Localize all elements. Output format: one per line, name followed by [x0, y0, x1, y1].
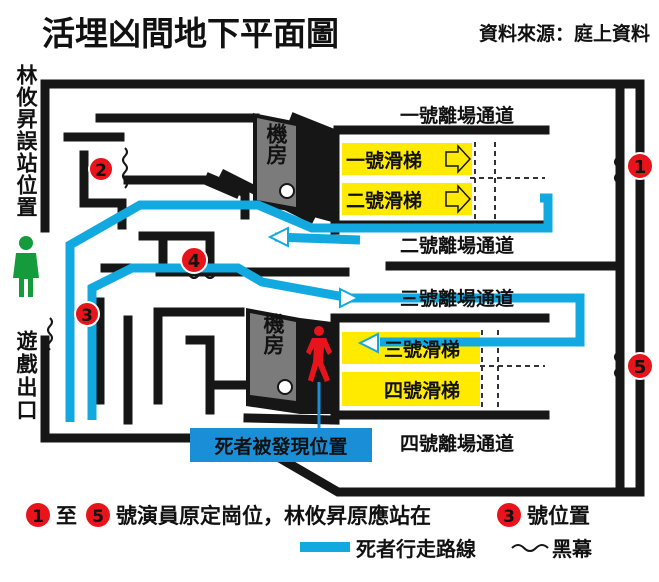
victim-route — [65, 193, 585, 422]
svg-text:1: 1 — [634, 157, 647, 178]
svg-text:3: 3 — [81, 306, 93, 326]
person-green-icon — [13, 236, 39, 297]
slide-3 — [342, 332, 480, 364]
slide-4 — [342, 372, 480, 406]
legend-route-label: 死者行走路線 — [356, 537, 476, 561]
svg-text:5: 5 — [634, 357, 647, 378]
machine-room-label: 機房 — [264, 122, 288, 166]
machine-room-2: 機房 — [246, 308, 332, 414]
svg-text:號演員原定崗位，林攸昇原應站在: 號演員原定崗位，林攸昇原應站在 — [116, 504, 431, 528]
arrow-right-icon — [339, 287, 361, 309]
marker-2: 2 — [88, 156, 114, 182]
svg-text:1: 1 — [32, 507, 44, 527]
slide-arrows — [445, 144, 472, 214]
arrow-left-icon — [357, 332, 379, 354]
game-exit-label: 遊戲出口 — [14, 329, 38, 422]
passage-2-label: 二號離場通道 — [400, 234, 514, 257]
slide-4-label: 四號滑梯 — [384, 379, 460, 402]
door-knob-icon — [277, 379, 293, 395]
diagram-title: 活埋凶間地下平面圖 — [42, 14, 339, 53]
legend: 死者行走路線 黑幕 — [300, 537, 593, 561]
passage-4-label: 四號離場通道 — [400, 432, 514, 455]
svg-text:至: 至 — [56, 504, 77, 528]
death-location-box — [190, 428, 372, 462]
marker-5: 5 — [626, 352, 654, 380]
machine-room-1: 機房 — [253, 113, 332, 222]
passage-3-label: 三號離場通道 — [400, 287, 514, 310]
slide-labels: 一號滑梯 二號滑梯 三號滑梯 四號滑梯 — [346, 149, 460, 402]
slide-3-label: 三號滑梯 — [384, 338, 460, 361]
footnote: 1 至 5 號演員原定崗位，林攸昇原應站在 3 號位置 — [26, 503, 590, 528]
arrow-right-icon — [445, 144, 472, 174]
svg-text:2: 2 — [95, 161, 107, 181]
svg-text:3: 3 — [503, 507, 515, 527]
passage-1-label: 一號離場通道 — [400, 104, 514, 127]
svg-text:4: 4 — [188, 251, 201, 272]
source-credit: 資料來源：庭上資料 — [479, 22, 650, 45]
marker-4: 4 — [180, 246, 208, 274]
legend-curtain-swatch — [511, 544, 549, 552]
svg-text:5: 5 — [92, 507, 104, 527]
misplaced-position-label: 林攸昇誤站位置 — [14, 63, 39, 218]
death-location-label: 死者被發現位置 — [214, 435, 347, 458]
route-arrows — [267, 226, 379, 354]
marker-3: 3 — [74, 301, 100, 327]
passage-labels: 一號離場通道 二號離場通道 三號離場通道 四號離場通道 — [400, 104, 514, 455]
slides — [342, 143, 480, 406]
machine-room-label: 機房 — [261, 312, 285, 356]
dashed-boundaries — [470, 142, 545, 408]
black-curtains — [47, 147, 620, 386]
slide-2-label: 二號滑梯 — [346, 189, 422, 212]
left-labels: 林攸昇誤站位置 遊戲出口 — [14, 63, 39, 422]
legend-curtain-label: 黑幕 — [552, 537, 593, 561]
arrow-left-icon — [267, 226, 289, 248]
door-knob-icon — [279, 183, 295, 199]
svg-text:號位置: 號位置 — [527, 504, 590, 528]
arrow-right-icon — [445, 184, 472, 214]
person-red-icon — [306, 326, 332, 382]
slide-1-label: 一號滑梯 — [346, 149, 422, 172]
legend-route-swatch — [300, 542, 350, 552]
marker-1: 1 — [626, 152, 654, 180]
